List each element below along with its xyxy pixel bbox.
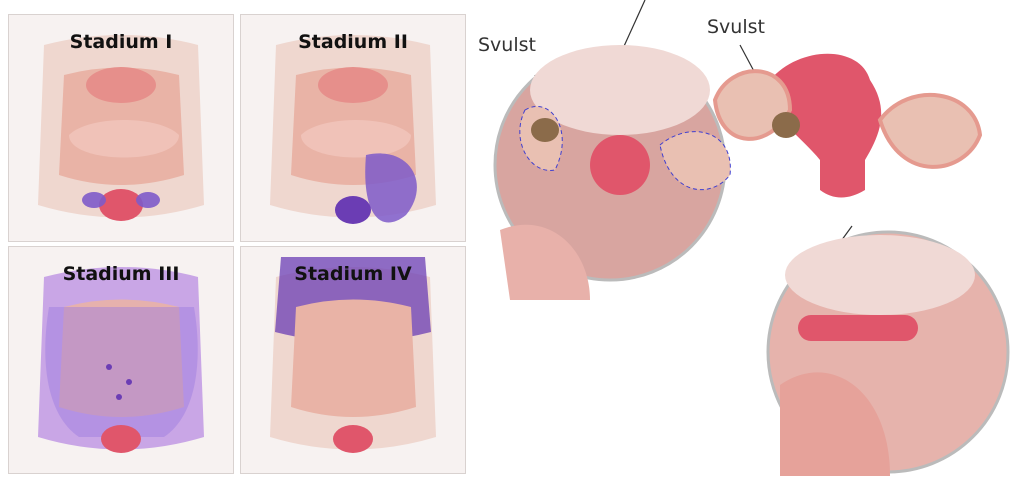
- stage-label: Stadium I: [9, 31, 233, 53]
- stage-i-panel: Stadium I: [8, 14, 234, 242]
- stage-label: Stadium II: [241, 31, 465, 53]
- stage-ii-panel: Stadium II: [240, 14, 466, 242]
- stage-label: Stadium III: [9, 263, 233, 285]
- top-strip: [0, 0, 470, 14]
- stage-iii-panel: Stadium III: [8, 246, 234, 474]
- stage-label: Stadium IV: [241, 263, 465, 285]
- staging-figure: Stadium I Stadium II Stadium III: [0, 0, 470, 476]
- tumor-callout-right: Svulst: [707, 16, 765, 38]
- stage-iv-panel: Stadium IV: [240, 246, 466, 474]
- tumor-callout-left: Svulst: [478, 34, 536, 56]
- surgery-drawing: [470, 0, 1012, 476]
- surgical-illustration: Svulst Svulst: [470, 0, 1012, 476]
